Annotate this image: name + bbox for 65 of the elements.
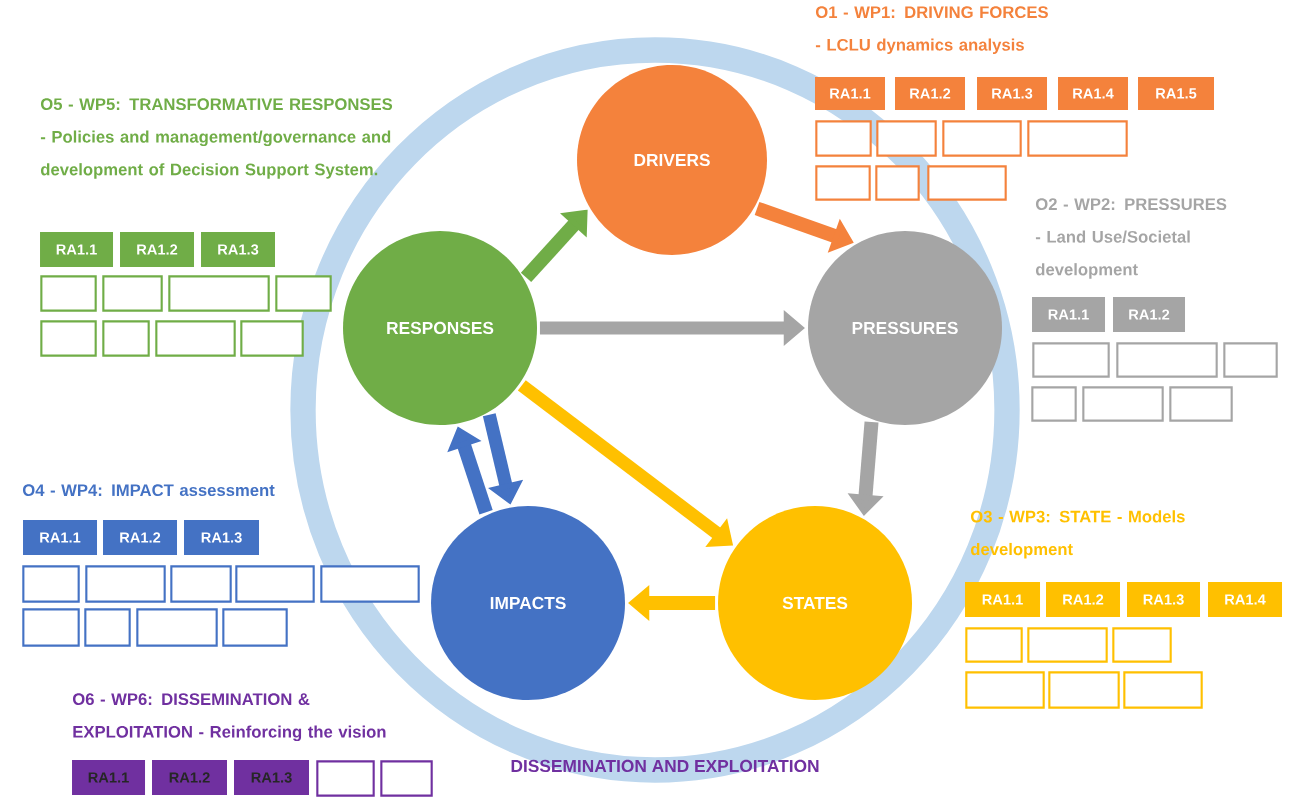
empty-box [1031,386,1077,422]
empty-box [22,565,80,603]
empty-box [1032,342,1110,378]
activity-box: RA1.3 [977,77,1047,110]
activity-box: RA1.1 [1032,297,1105,332]
empty-box [815,165,871,201]
empty-box [1027,627,1108,663]
empty-box [155,320,236,357]
empty-box [316,760,375,797]
activity-box: RA1.2 [1113,297,1185,332]
heading: O1 - WP1: DRIVING FORCES - LCLU dynamics analysis [815,6,1048,54]
empty-box [102,275,163,312]
empty-box [84,608,131,647]
empty-box [380,760,433,797]
activity-box: RA1.2 [152,760,227,795]
empty-box [40,320,97,357]
activity-box: RA1.3 [184,520,259,555]
empty-box [815,120,872,157]
empty-box [40,275,97,312]
activity-box: RA1.2 [120,232,194,267]
empty-box [965,671,1045,709]
empty-box [1123,671,1203,709]
empty-box [965,627,1023,663]
empty-box [275,275,332,312]
empty-box [1082,386,1164,422]
empty-box [1048,671,1120,709]
heading: O5 - WP5: TRANSFORMATIVE RESPONSES - Policies and management/governance and development of Decision Support System. [40,98,393,179]
empty-box [22,608,80,647]
empty-box [1116,342,1218,378]
heading: O3 - WP3: STATE - Models development [970,510,1185,559]
empty-box [170,565,232,603]
empty-box [1027,120,1128,157]
activity-box: RA1.4 [1058,77,1128,110]
activity-box: RA1.2 [103,520,177,555]
activity-box: RA1.3 [234,760,309,795]
activity-box: RA1.1 [815,77,885,110]
activity-box: RA1.2 [895,77,965,110]
empty-box [1112,627,1172,663]
activity-box: RA1.2 [1046,582,1120,617]
empty-box [85,565,166,603]
empty-box [1169,386,1233,422]
empty-box [136,608,218,647]
heading: O2 - WP2: PRESSURES - Land Use/Societal development [1035,198,1227,279]
empty-box [168,275,270,312]
empty-box [927,165,1007,201]
empty-box [942,120,1022,157]
empty-box [235,565,315,603]
empty-box [102,320,150,357]
activity-box: RA1.1 [40,232,113,267]
empty-box [876,120,937,157]
empty-box [875,165,920,201]
ring-label: DISSEMINATION AND EXPLOITATION [511,759,819,773]
activity-box: RA1.3 [1127,582,1200,617]
activity-box: RA1.1 [72,760,145,795]
activity-box: RA1.1 [965,582,1040,617]
heading: O6 - WP6: DISSEMINATION & EXPLOITATION - Reinforcing the vision [72,693,386,742]
activity-box: RA1.1 [23,520,97,555]
heading: O4 - WP4: IMPACT assessment [22,484,275,497]
empty-box [240,320,304,357]
activity-box: RA1.3 [201,232,275,267]
activity-box: RA1.4 [1208,582,1282,617]
empty-box [320,565,420,603]
empty-box [1223,342,1278,378]
activity-box: RA1.5 [1138,77,1214,110]
empty-box [222,608,288,647]
